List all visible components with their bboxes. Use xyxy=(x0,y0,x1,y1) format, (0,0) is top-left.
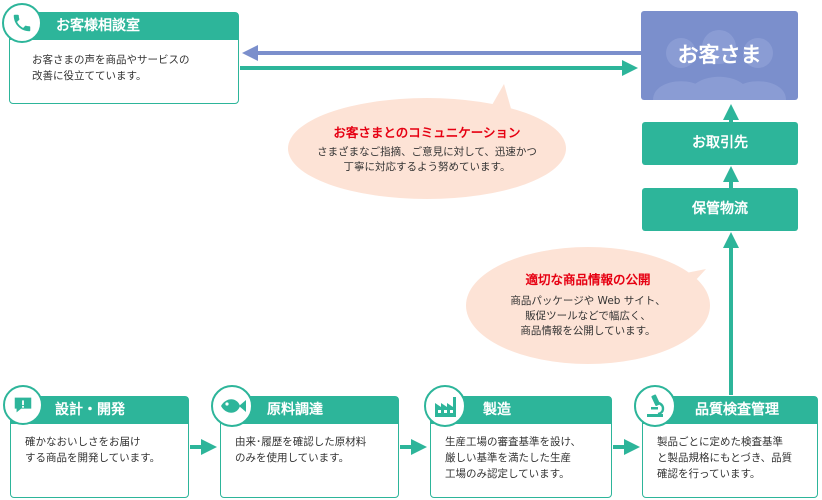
factory-icon xyxy=(424,385,466,427)
step-design-development: 設計・開発 確かなおいしさをお届け する商品を開発しています。 xyxy=(10,396,189,498)
communication-title: お客さまとのコミュニケーション xyxy=(333,125,521,140)
step-text: 生産工場の審査基準を設け、 厳しい基準を満たした生産 工場のみ認定しています。 xyxy=(445,436,581,480)
customer-label: お客さま xyxy=(677,43,762,67)
microscope-icon xyxy=(634,385,676,427)
storage-logistics-box: 保管物流 xyxy=(642,188,798,231)
communication-text: さまざまなご指摘、ご意見に対して、迅速かつ 丁寧に対応するよう努めています。 xyxy=(317,146,537,173)
consultation-header: お客様相談室 xyxy=(10,13,238,40)
customer-box: お客さま xyxy=(641,11,798,100)
consultation-text: お客さまの声を商品やサービスの 改善に役立てています。 xyxy=(32,54,190,82)
speech-bubble-icon xyxy=(3,385,43,425)
consultation-box: お客様相談室 お客さまの声を商品やサービスの 改善に役立てています。 xyxy=(9,12,239,104)
product-info-title: 適切な商品情報の公開 xyxy=(525,272,651,287)
consultation-title: お客様相談室 xyxy=(56,18,140,34)
business-partners-box: お取引先 xyxy=(642,122,798,165)
communication-bubble: お客さまとのコミュニケーション さまざまなご指摘、ご意見に対して、迅速かつ 丁寧… xyxy=(288,84,566,199)
product-info-bubble: 適切な商品情報の公開 商品パッケージや Web サイト、 販促ツールなどで幅広く… xyxy=(466,247,710,364)
people-icon xyxy=(653,30,786,100)
phone-icon xyxy=(2,3,42,43)
step-title: 製造 xyxy=(483,402,511,418)
step-title: 品質検査管理 xyxy=(695,402,779,418)
fish-icon xyxy=(211,385,253,427)
step-text: 由来･履歴を確認した原材料 のみを使用しています。 xyxy=(235,436,367,464)
step-text: 確かなおいしさをお届け する商品を開発しています。 xyxy=(25,436,161,464)
step-title: 設計・開発 xyxy=(55,402,125,418)
product-info-text: 商品パッケージや Web サイト、 販促ツールなどで幅広く、 商品情報を公開して… xyxy=(510,295,666,337)
bubble-tail xyxy=(676,269,706,295)
step-title: 原料調達 xyxy=(267,402,323,418)
step-manufacturing: 製造 生産工場の審査基準を設け、 厳しい基準を満たした生産 工場のみ認定していま… xyxy=(430,396,612,498)
step-text: 製品ごとに定めた検査基準 と製品規格にもとづき、品質 確認を行っています。 xyxy=(657,436,793,480)
bubble-tail xyxy=(488,84,512,112)
